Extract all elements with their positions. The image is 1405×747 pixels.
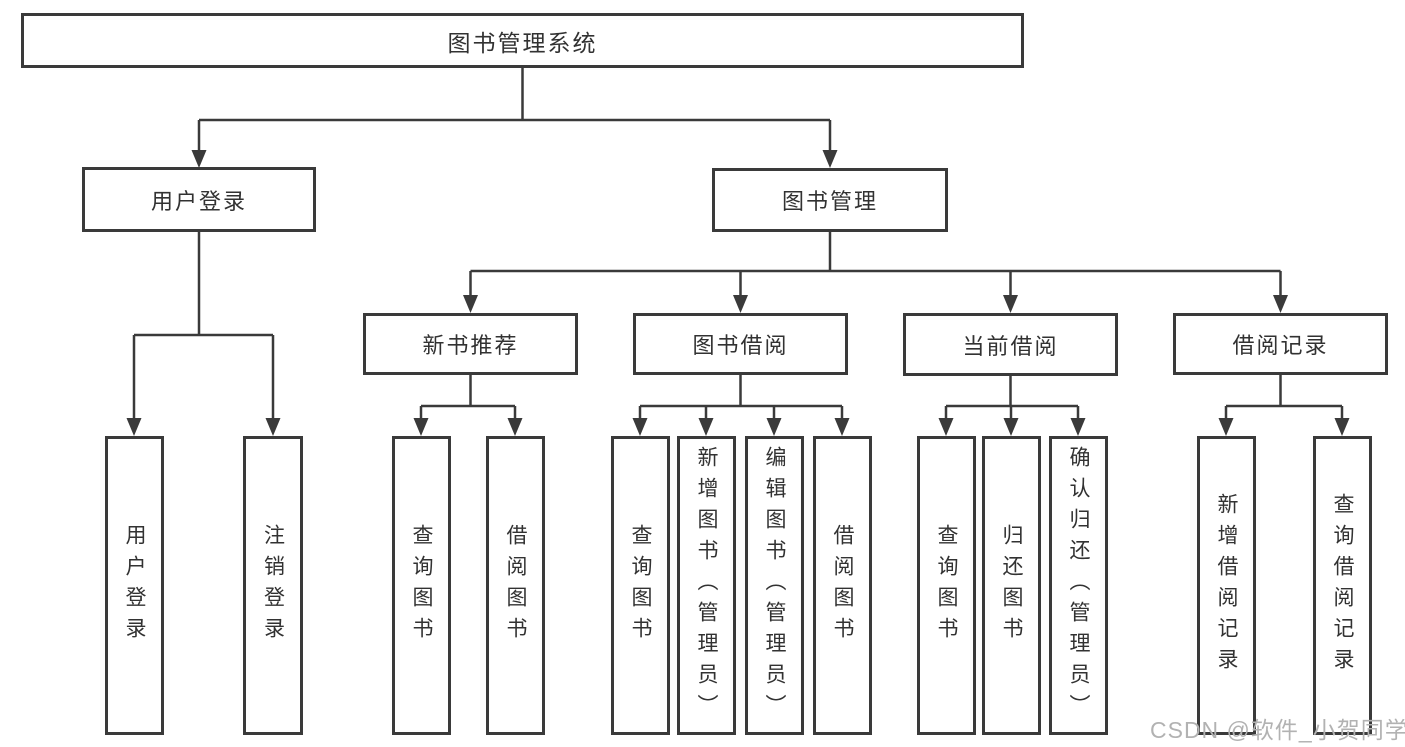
leaf-logout-login: 注销登录 <box>243 436 303 735</box>
node-new-book-recommendation: 新书推荐 <box>363 313 578 375</box>
leaf-query-borrow-record: 查询借阅记录 <box>1313 436 1372 735</box>
leaf-query-books-current: 查询图书 <box>917 436 976 735</box>
leaf-edit-books-admin: 编辑图书（管理员） <box>745 436 804 735</box>
watermark: CSDN @软件_小贺同学 <box>1150 717 1405 743</box>
leaf-borrow-books-recommend: 借阅图书 <box>486 436 545 735</box>
node-borrowing-records: 借阅记录 <box>1173 313 1388 375</box>
leaf-confirm-return-admin: 确认归还（管理员） <box>1049 436 1108 735</box>
node-user-login: 用户登录 <box>82 167 316 232</box>
leaf-add-books-admin: 新增图书（管理员） <box>677 436 736 735</box>
node-book-management: 图书管理 <box>712 168 948 232</box>
node-book-borrowing: 图书借阅 <box>633 313 848 375</box>
leaf-return-books: 归还图书 <box>982 436 1041 735</box>
node-current-borrowing: 当前借阅 <box>903 313 1118 376</box>
node-root: 图书管理系统 <box>21 13 1024 68</box>
leaf-query-books-borrow: 查询图书 <box>611 436 670 735</box>
leaf-user-login: 用户登录 <box>105 436 164 735</box>
leaf-query-books-recommend: 查询图书 <box>392 436 451 735</box>
leaf-borrow-books-borrow: 借阅图书 <box>813 436 872 735</box>
leaf-add-borrow-record: 新增借阅记录 <box>1197 436 1256 735</box>
